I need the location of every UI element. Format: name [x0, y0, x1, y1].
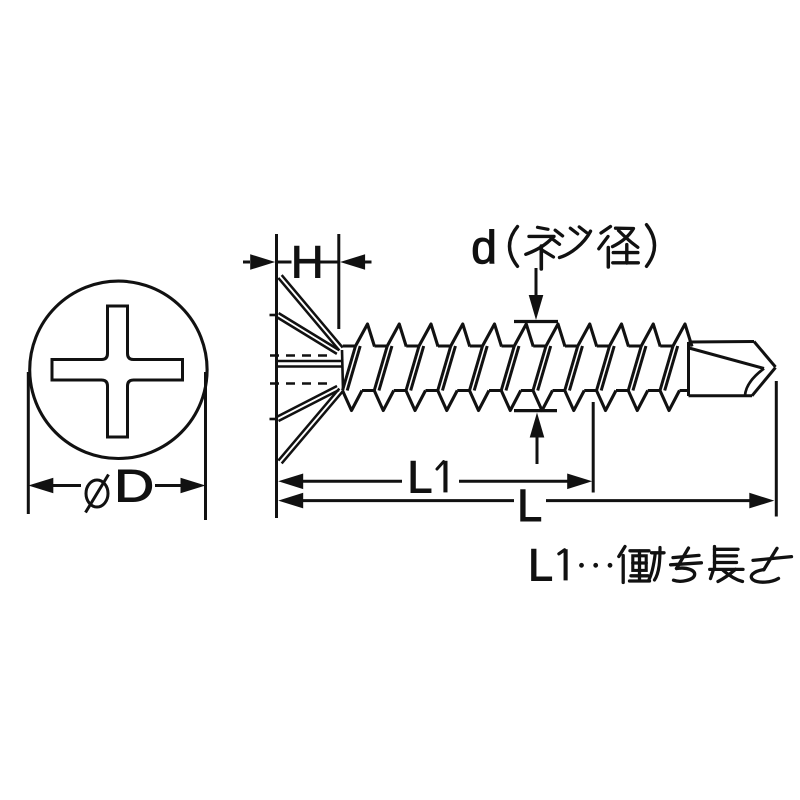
svg-text:L: L — [407, 451, 432, 502]
svg-text:L: L — [528, 539, 553, 590]
svg-text:H: H — [291, 236, 324, 287]
svg-text:L: L — [517, 480, 542, 531]
svg-text:d: d — [471, 221, 497, 273]
svg-text:D: D — [114, 461, 154, 512]
